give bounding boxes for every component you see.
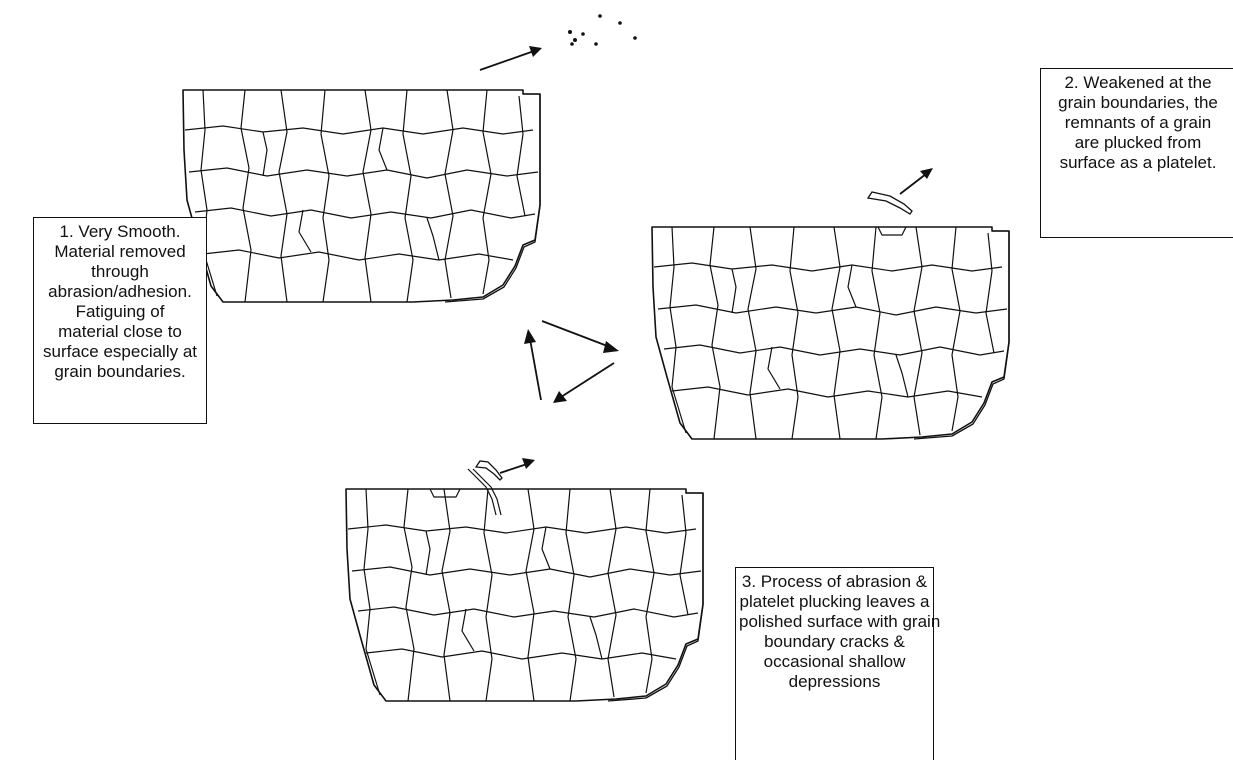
microstructure-block-1 bbox=[183, 90, 540, 302]
caption-step-2-line: grain boundaries, the bbox=[1044, 93, 1232, 113]
caption-step-3: 3. Process of abrasion & platelet plucki… bbox=[735, 567, 934, 760]
debris-arrow-1 bbox=[480, 46, 542, 70]
caption-step-1: 1. Very Smooth. Material removed through… bbox=[33, 217, 207, 424]
caption-step-2-line: surface as a platelet. bbox=[1044, 153, 1232, 173]
caption-step-1-line: surface especially at bbox=[37, 342, 203, 362]
caption-step-1-line: abrasion/adhesion. bbox=[37, 282, 203, 302]
caption-step-1-line: through bbox=[37, 262, 203, 282]
microstructure-block-2 bbox=[652, 227, 1009, 439]
caption-step-2-line: 2. Weakened at the bbox=[1044, 73, 1232, 93]
caption-step-3-line: occasional shallow bbox=[739, 652, 930, 672]
microstructure-block-3 bbox=[346, 469, 703, 701]
caption-step-1-line: grain boundaries. bbox=[37, 362, 203, 382]
platelet-arrow-3 bbox=[500, 458, 535, 473]
caption-step-1-line: Material removed bbox=[37, 242, 203, 262]
cycle-arrow-3-to-1 bbox=[524, 329, 541, 400]
caption-step-1-line: 1. Very Smooth. bbox=[37, 222, 203, 242]
plucked-platelet-2 bbox=[868, 192, 912, 214]
caption-step-2: 2. Weakened at the grain boundaries, the… bbox=[1040, 68, 1233, 238]
caption-step-2-line: remnants of a grain bbox=[1044, 113, 1232, 133]
caption-step-1-line: material close to bbox=[37, 322, 203, 342]
caption-step-3-line: boundary cracks & bbox=[739, 632, 930, 652]
caption-step-3-line: polished surface with grain bbox=[739, 612, 930, 632]
platelet-arrow-2 bbox=[900, 168, 933, 194]
caption-step-3-line: 3. Process of abrasion & bbox=[739, 572, 930, 592]
caption-step-2-line: are plucked from bbox=[1044, 133, 1232, 153]
plucked-platelet-3 bbox=[476, 461, 502, 480]
caption-step-3-line: platelet plucking leaves a bbox=[739, 592, 930, 612]
wear-debris-particles bbox=[568, 14, 637, 46]
cycle-arrow-1-to-2 bbox=[542, 321, 619, 353]
cycle-arrow-2-to-3 bbox=[553, 363, 614, 403]
caption-step-1-line: Fatiguing of bbox=[37, 302, 203, 322]
caption-step-3-line: depressions bbox=[739, 672, 930, 692]
